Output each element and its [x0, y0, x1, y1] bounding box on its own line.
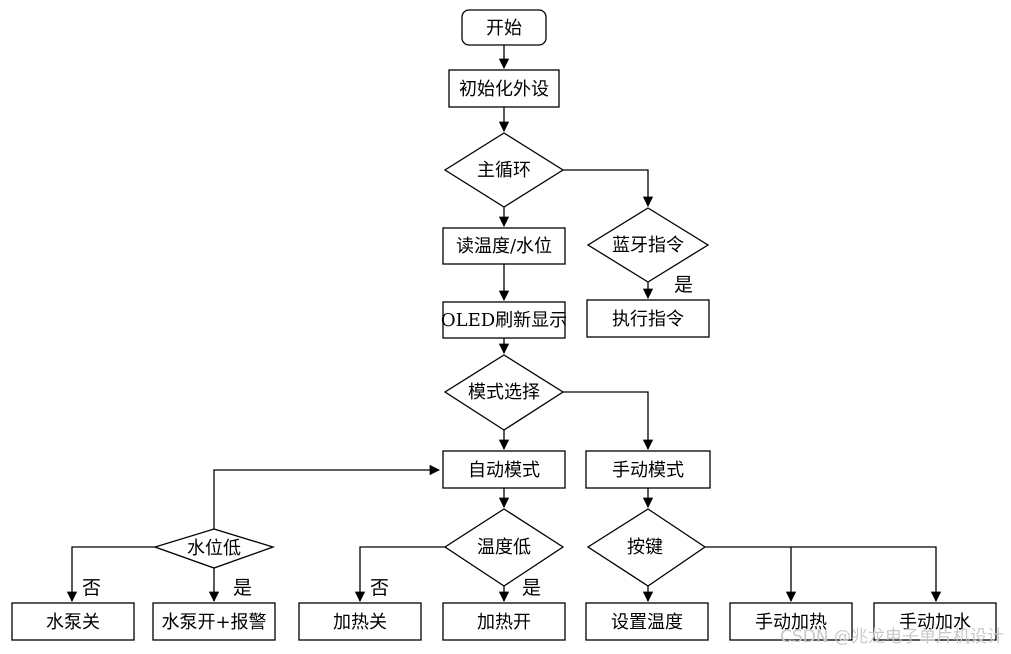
node-buttons-label: 按键: [627, 537, 663, 558]
node-heat-off-label: 加热关: [333, 612, 387, 633]
node-oled-label: OLED刷新显示: [441, 310, 567, 331]
node-water-low: 水位低: [152, 528, 276, 569]
node-auto-mode: 自动模式: [442, 450, 566, 489]
node-set-temp: 设置温度: [585, 602, 709, 641]
node-heat-on-label: 加热开: [477, 612, 531, 633]
node-buttons: 按键: [586, 508, 707, 587]
watermark: CSDN @兆龙电子单片机设计: [780, 627, 1004, 647]
edge-label-no-temp: 否: [370, 577, 389, 599]
edge-waterlow-pumpoff: [66, 546, 155, 603]
edge-modeselect-manual: [563, 391, 654, 451]
node-manual-water: 手动加水: [873, 602, 997, 641]
node-temp-low-label: 温度低: [477, 537, 531, 558]
edge-label-yes-water: 是: [233, 577, 252, 599]
edge-label-yes-temp: 是: [522, 577, 541, 599]
node-heat-off: 加热关: [298, 602, 422, 641]
edge-templow-heatoff: [354, 546, 445, 603]
node-bluetooth-label: 蓝牙指令: [612, 235, 684, 256]
edge-label-no-water: 否: [82, 577, 101, 599]
node-pump-on-alarm-label: 水泵开+报警: [161, 612, 266, 633]
node-execute-label: 执行指令: [612, 309, 684, 330]
node-pump-off-label: 水泵关: [46, 612, 100, 633]
node-start-label: 开始: [486, 18, 522, 39]
node-bluetooth: 蓝牙指令: [586, 207, 710, 283]
node-start: 开始: [461, 9, 547, 46]
node-heat-on: 加热开: [442, 602, 566, 641]
node-manual-heat: 手动加热: [729, 602, 853, 641]
edge-mainloop-bluetooth: [563, 169, 654, 208]
edge-buttons-manualwater: [791, 546, 942, 603]
node-pump-on-alarm: 水泵开+报警: [152, 602, 276, 641]
node-read: 读温度/水位: [442, 227, 566, 265]
node-auto-mode-label: 自动模式: [468, 460, 540, 481]
node-init-label: 初始化外设: [459, 79, 549, 100]
node-temp-low: 温度低: [443, 508, 565, 587]
node-read-label: 读温度/水位: [456, 236, 552, 257]
edge-waterlow-to-auto: [213, 464, 441, 529]
node-manual-mode: 手动模式: [585, 450, 711, 489]
node-manual-mode-label: 手动模式: [612, 460, 684, 481]
edge-label-yes-bluetooth: 是: [674, 274, 693, 296]
node-oled: OLED刷新显示: [441, 301, 567, 339]
edges: [66, 45, 942, 603]
node-init: 初始化外设: [448, 69, 560, 108]
edge-buttons-manualheat: [705, 546, 797, 603]
node-mode-select: 模式选择: [443, 354, 565, 431]
node-water-low-label: 水位低: [187, 538, 241, 559]
node-execute: 执行指令: [586, 299, 710, 338]
node-manual-heat-label: 手动加热: [755, 612, 827, 633]
node-pump-off: 水泵关: [11, 602, 135, 641]
node-manual-water-label: 手动加水: [899, 612, 971, 633]
node-main-loop: 主循环: [443, 132, 565, 208]
node-set-temp-label: 设置温度: [611, 612, 683, 633]
node-mode-select-label: 模式选择: [468, 382, 540, 403]
node-main-loop-label: 主循环: [477, 160, 531, 181]
